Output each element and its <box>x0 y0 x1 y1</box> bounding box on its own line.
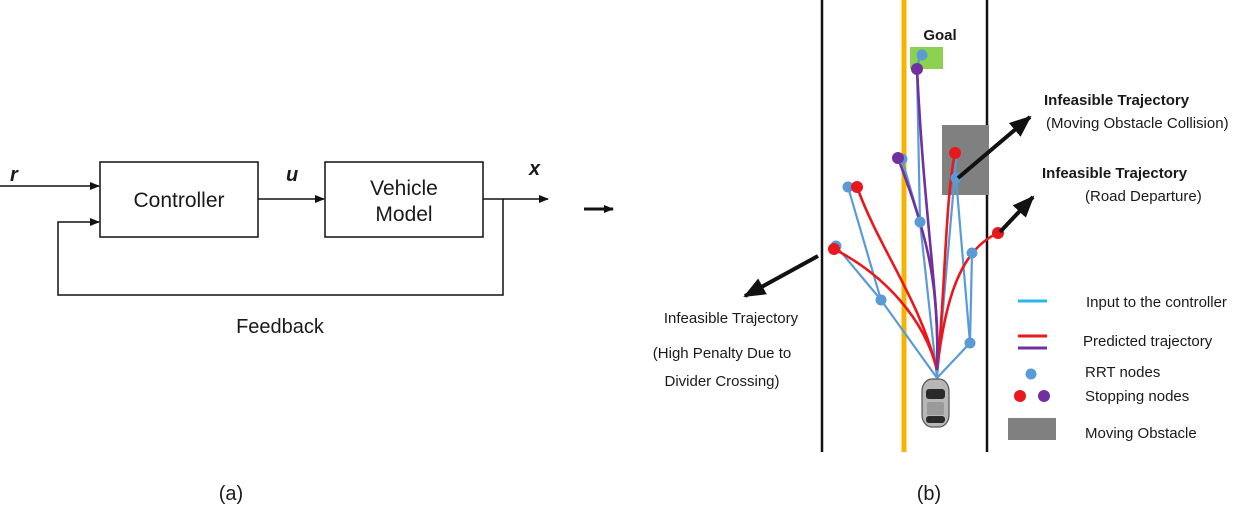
predicted-purple-trajectories <box>896 68 939 371</box>
annotation-divider-detail-line2: Divider Crossing) <box>664 373 779 390</box>
legend-swatch-stop-red <box>1014 390 1026 402</box>
controller-label: Controller <box>133 189 224 212</box>
annotation-collision-title: Infeasible Trajectory <box>1044 92 1190 109</box>
legend-label-input: Input to the controller <box>1086 294 1227 311</box>
predicted-red-trajectories <box>833 152 999 371</box>
block-diagram: r Controller u Vehicle Model x Feedback … <box>0 158 549 505</box>
control-label: u <box>286 164 298 186</box>
annotation-collision-detail: (Moving Obstacle Collision) <box>1046 115 1229 132</box>
legend-swatch-obstacle <box>1008 418 1056 440</box>
annotation-arrow-collision <box>956 115 1032 180</box>
legend-label-stopping: Stopping nodes <box>1085 388 1189 405</box>
caption-a: (a) <box>219 483 243 505</box>
annotation-departure-detail: (Road Departure) <box>1085 188 1202 205</box>
legend: Input to the controller Predicted trajec… <box>1008 294 1227 442</box>
legend-label-predicted: Predicted trajectory <box>1083 333 1213 350</box>
plant-box <box>324 161 484 238</box>
planner-diagram: Goal <box>653 0 1229 505</box>
stopping-nodes <box>828 63 1004 255</box>
plant-label-line2: Model <box>375 203 432 226</box>
caption-b: (b) <box>917 483 941 505</box>
vehicle-icon <box>921 378 950 428</box>
plant-label-line1: Vehicle <box>370 177 438 200</box>
output-label: x <box>528 158 541 180</box>
annotation-departure-title: Infeasible Trajectory <box>1042 165 1188 182</box>
feedback-path <box>57 199 504 296</box>
annotation-divider-title: Infeasible Trajectory <box>664 310 799 327</box>
feedback-label: Feedback <box>236 316 325 338</box>
legend-swatch-stop-purple <box>1038 390 1050 402</box>
legend-swatch-rrt <box>1025 368 1037 380</box>
goal-label: Goal <box>923 27 956 44</box>
annotation-arrow-departure <box>998 195 1035 234</box>
legend-label-obstacle: Moving Obstacle <box>1085 425 1197 442</box>
annotation-arrow-divider <box>743 254 819 298</box>
input-label: r <box>10 164 19 186</box>
legend-label-rrt: RRT nodes <box>1085 364 1160 381</box>
annotation-divider-detail-line1: (High Penalty Due to <box>653 345 791 362</box>
